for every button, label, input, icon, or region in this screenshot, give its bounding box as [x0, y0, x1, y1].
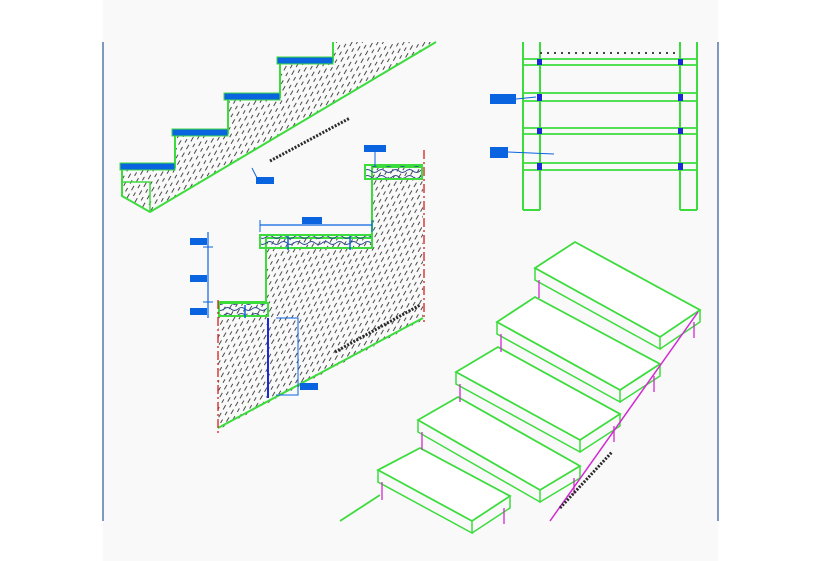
iso-step-edge-3	[579, 414, 621, 453]
iso-step-edge-4	[619, 364, 661, 403]
iso-step-nosing-1	[377, 470, 473, 535]
stair-section-detail	[190, 145, 425, 436]
stair-section-detail-watermark	[334, 303, 421, 354]
iso-watermark	[558, 450, 614, 510]
plan-treads	[523, 58, 697, 171]
tread-nosing-1	[119, 162, 176, 171]
plan-riser-markers	[537, 59, 683, 170]
tread-nosing-4	[276, 56, 334, 65]
stair-section-detail-soffit	[217, 317, 424, 429]
iso-step-nosing-2	[417, 420, 541, 504]
plan-callout-upper	[490, 94, 537, 104]
tread-nosing-3	[223, 92, 281, 101]
tread-markers	[244, 145, 386, 318]
stair-section-upper-body	[122, 42, 436, 212]
stair-plan	[490, 42, 698, 211]
dimension-riser-heights	[190, 232, 213, 318]
iso-step-nosing-4	[496, 322, 621, 404]
tread-board-middle	[259, 234, 373, 249]
tread-board-lower	[218, 302, 269, 317]
plan-callout-lower	[490, 147, 555, 158]
tread-board-upper	[364, 164, 423, 180]
stair-isometric	[339, 240, 702, 535]
stair-section-upper-lower-steps	[122, 181, 151, 212]
iso-step-nosing-5	[534, 268, 661, 351]
iso-stringer-edge	[549, 311, 699, 522]
iso-bottom-edge	[339, 494, 381, 522]
stair-section-upper-tag	[256, 177, 274, 184]
stair-section-upper-watermark	[269, 116, 351, 163]
dimension-tread-width	[259, 217, 373, 232]
dimension-step-drop	[267, 317, 318, 398]
iso-step-edge-1	[471, 496, 511, 534]
stair-section-detail-body	[218, 167, 423, 430]
iso-step-edge-5	[659, 310, 701, 350]
iso-step-nosing-3	[455, 372, 581, 454]
tread-nosing-2	[171, 128, 229, 137]
stair-section-upper	[119, 41, 437, 214]
